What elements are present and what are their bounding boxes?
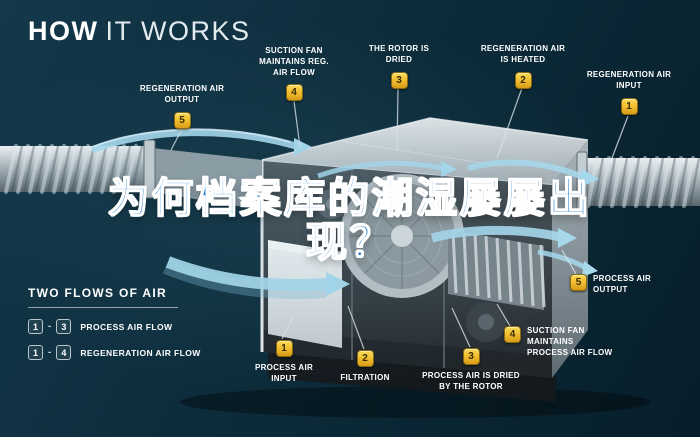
headline-overlay: 为何档案库的潮湿屡屡出 现？ [0,175,700,266]
callout-label: SUCTION FAN MAINTAINS REG. AIR FLOW [259,46,329,77]
step-badge-1: 1 [620,97,638,115]
legend: TWO FLOWS OF AIR 1 - 3 PROCESS AIR FLOW … [28,286,201,360]
legend-range-dash: - [48,321,52,332]
title-light: IT WORKS [105,16,251,46]
step-badge-3: 3 [390,71,408,89]
callout-label: FILTRATION [340,373,390,382]
callout-regeneration-air-heated: REGENERATION AIR IS HEATED 2 [478,44,568,89]
callout-label: PROCESS AIR OUTPUT [593,274,652,294]
step-badge-3: 3 [462,348,480,365]
step-badge-2: 2 [356,350,374,367]
title-bold: HOW [28,16,99,46]
callout-label: THE ROTOR IS DRIED [368,44,430,64]
callout-process-air-dried: 3 PROCESS AIR IS DRIED BY THE ROTOR [418,348,524,393]
legend-row-regeneration-air: 1 - 4 REGENERATION AIR FLOW [28,345,201,360]
step-badge-4: 4 [504,326,521,343]
legend-badge-to: 4 [56,345,72,360]
callout-label: REGENERATION AIR OUTPUT [139,84,225,104]
unit-base [268,350,556,402]
airflow-arrows [90,128,599,299]
callout-process-air-input: 1 PROCESS AIR INPUT [246,340,322,385]
legend-badge-from: 1 [28,319,43,334]
headline-line-1: 为何档案库的潮湿屡屡出 [107,175,592,221]
legend-badge-to: 3 [56,319,72,334]
step-badge-2: 2 [514,71,532,89]
step-badge-1: 1 [275,340,293,357]
process-fan [466,302,506,342]
callout-label: REGENERATION AIR INPUT [586,70,672,90]
legend-underline [28,307,178,308]
callout-regeneration-air-input: REGENERATION AIR INPUT 1 [586,70,672,115]
callout-label: SUCTION FAN MAINTAINS PROCESS AIR FLOW [527,326,613,357]
step-badge-4: 4 [285,84,303,102]
callout-suction-fan-reg: SUCTION FAN MAINTAINS REG. AIR FLOW 4 [252,46,336,102]
legend-badge-from: 1 [28,345,43,360]
heater-coil [448,230,546,310]
left-duct [0,139,262,210]
legend-range-dash: - [48,347,52,358]
legend-label: PROCESS AIR FLOW [80,321,173,332]
legend-label: REGENERATION AIR FLOW [80,347,201,358]
step-badge-5: 5 [173,111,191,129]
callout-label: PROCESS AIR INPUT [254,363,314,383]
rotor [340,174,464,298]
unit-shadow [180,386,650,418]
right-duct [576,151,700,213]
callout-filtration: 2 FILTRATION [332,350,398,384]
callout-process-air-output: 5 PROCESS AIR OUTPUT [570,274,663,296]
legend-row-process-air: 1 - 3 PROCESS AIR FLOW [28,319,201,334]
legend-title: TWO FLOWS OF AIR [28,286,168,300]
callout-label: PROCESS AIR IS DRIED BY THE ROTOR [422,371,520,391]
leader-lines [170,87,629,350]
filter-cabinet [268,240,342,348]
callout-rotor-dried: THE ROTOR IS DRIED 3 [362,44,436,89]
callout-regeneration-air-output: REGENERATION AIR OUTPUT 5 [136,84,228,129]
headline-line-2: 现？ [305,219,394,266]
callout-label: REGENERATION AIR IS HEATED [480,44,566,64]
step-badge-5: 5 [570,274,587,291]
callout-suction-fan-process: 4 SUCTION FAN MAINTAINS PROCESS AIR FLOW [504,326,615,358]
